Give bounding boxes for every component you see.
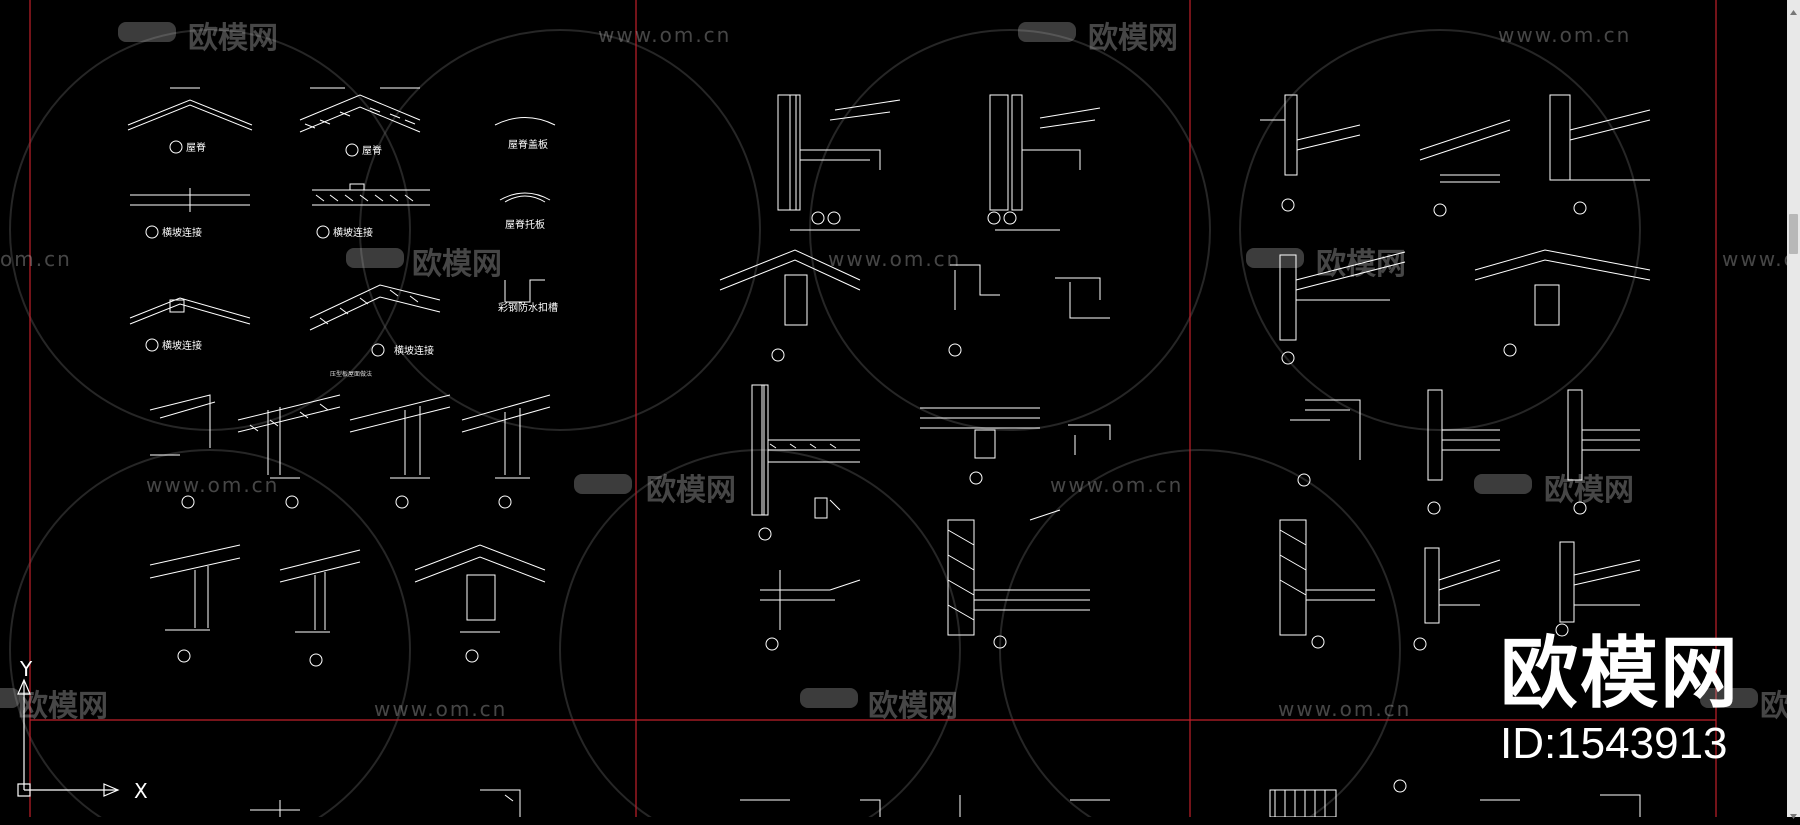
svg-text:横坡连接: 横坡连接 [162, 226, 202, 239]
model-id-label: ID:1543913 [1499, 719, 1728, 768]
watermark-url-1: www.om.cn [598, 23, 731, 47]
svg-text:横坡连接: 横坡连接 [162, 339, 202, 352]
svg-text:欧模网: 欧模网 [1316, 247, 1406, 282]
watermark-2: 欧模网 [1018, 21, 1178, 56]
scroll-up-arrow-icon[interactable] [1789, 2, 1798, 15]
left-panel-captions: 屋脊 屋脊 屋脊盖板 横坡连接 横坡连接 屋脊托板 横坡连接 横坡连接 彩钢防水… [145, 138, 558, 667]
watermark-3: 欧模网 [346, 247, 502, 282]
vertical-scrollbar[interactable] [1787, 0, 1800, 819]
svg-text:欧模网: 欧模网 [1544, 473, 1634, 508]
watermark-url-8: www.om.cn [374, 697, 507, 721]
left-panel-details [127, 87, 556, 633]
bottom-strip-details [250, 789, 1641, 817]
right-panel-details [1260, 94, 1651, 818]
scrollbar-thumb[interactable] [1789, 214, 1798, 254]
watermark-group: 欧模网 www.om.cn 欧模网 www.om.cn om.cn 欧模网 ww… [0, 21, 1800, 724]
svg-text:欧模网: 欧模网 [646, 473, 736, 508]
axis-x-label: X [134, 779, 148, 803]
middle-panel-details [719, 94, 1111, 636]
svg-text:横坡连接: 横坡连接 [333, 226, 373, 239]
scroll-down-arrow-icon[interactable] [1789, 806, 1798, 819]
watermark-url-4: www.om.cn [828, 247, 961, 271]
watermark-4: 欧模网 [1246, 247, 1406, 282]
svg-text:屋脊托板: 屋脊托板 [505, 218, 545, 231]
svg-text:欧模网: 欧模网 [18, 689, 108, 724]
watermark-url-7: www.om.cn [1050, 473, 1183, 497]
svg-text:压型板屋面做法: 压型板屋面做法 [330, 370, 372, 378]
brand-logo-text: 欧模网 [1499, 629, 1740, 719]
svg-text:彩钢防水扣槽: 彩钢防水扣槽 [498, 301, 558, 314]
right-panel-markers [1281, 198, 1587, 651]
watermark-url-6: www.om.cn [146, 473, 279, 497]
watermark-url-3: om.cn [0, 247, 72, 271]
svg-text:横坡连接: 横坡连接 [394, 344, 434, 357]
watermark-6: 欧模网 [1474, 473, 1634, 508]
svg-text:欧模网: 欧模网 [1088, 21, 1178, 56]
ucs-axis-icon [17, 678, 120, 797]
svg-text:屋脊: 屋脊 [186, 141, 206, 154]
watermark-1: 欧模网 [118, 21, 278, 56]
id-overlay: 欧模网 ID:1543913 [1500, 635, 1740, 769]
middle-panel-markers [758, 211, 1017, 651]
sheet-frame [29, 0, 1717, 817]
svg-text:欧模网: 欧模网 [188, 21, 278, 56]
svg-text:屋脊盖板: 屋脊盖板 [508, 138, 548, 151]
axis-y-label: Y [19, 657, 33, 681]
svg-text:屋脊: 屋脊 [362, 144, 382, 157]
watermark-5: 欧模网 [574, 473, 736, 508]
svg-text:欧模网: 欧模网 [412, 247, 502, 282]
watermark-7: 欧模网 [0, 688, 108, 724]
watermark-8: 欧模网 [800, 688, 958, 724]
watermark-url-9: www.om.cn [1278, 697, 1411, 721]
watermark-url-2: www.om.cn [1498, 23, 1631, 47]
svg-text:欧模网: 欧模网 [868, 689, 958, 724]
